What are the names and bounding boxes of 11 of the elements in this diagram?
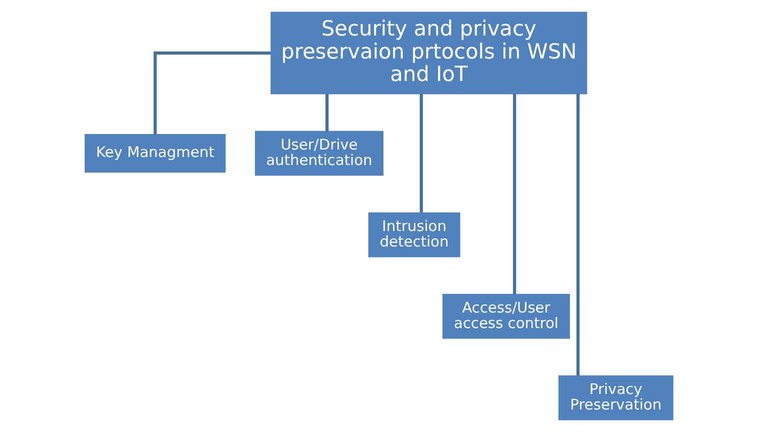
node-box: Key Managment (84, 134, 226, 173)
node-box: Security and privacy preservaion prtocols in WSN and IoT (270, 12, 588, 94)
node-box: User/Drive authentication (254, 130, 384, 176)
node-box: Privacy Preservation (558, 375, 674, 420)
connector (325, 94, 329, 132)
connector (576, 94, 580, 376)
connector (512, 94, 516, 294)
node-box: Access/User access control (442, 294, 570, 339)
connector (420, 94, 423, 212)
node-box: Intrusion detection (368, 212, 460, 258)
connector (154, 51, 271, 134)
